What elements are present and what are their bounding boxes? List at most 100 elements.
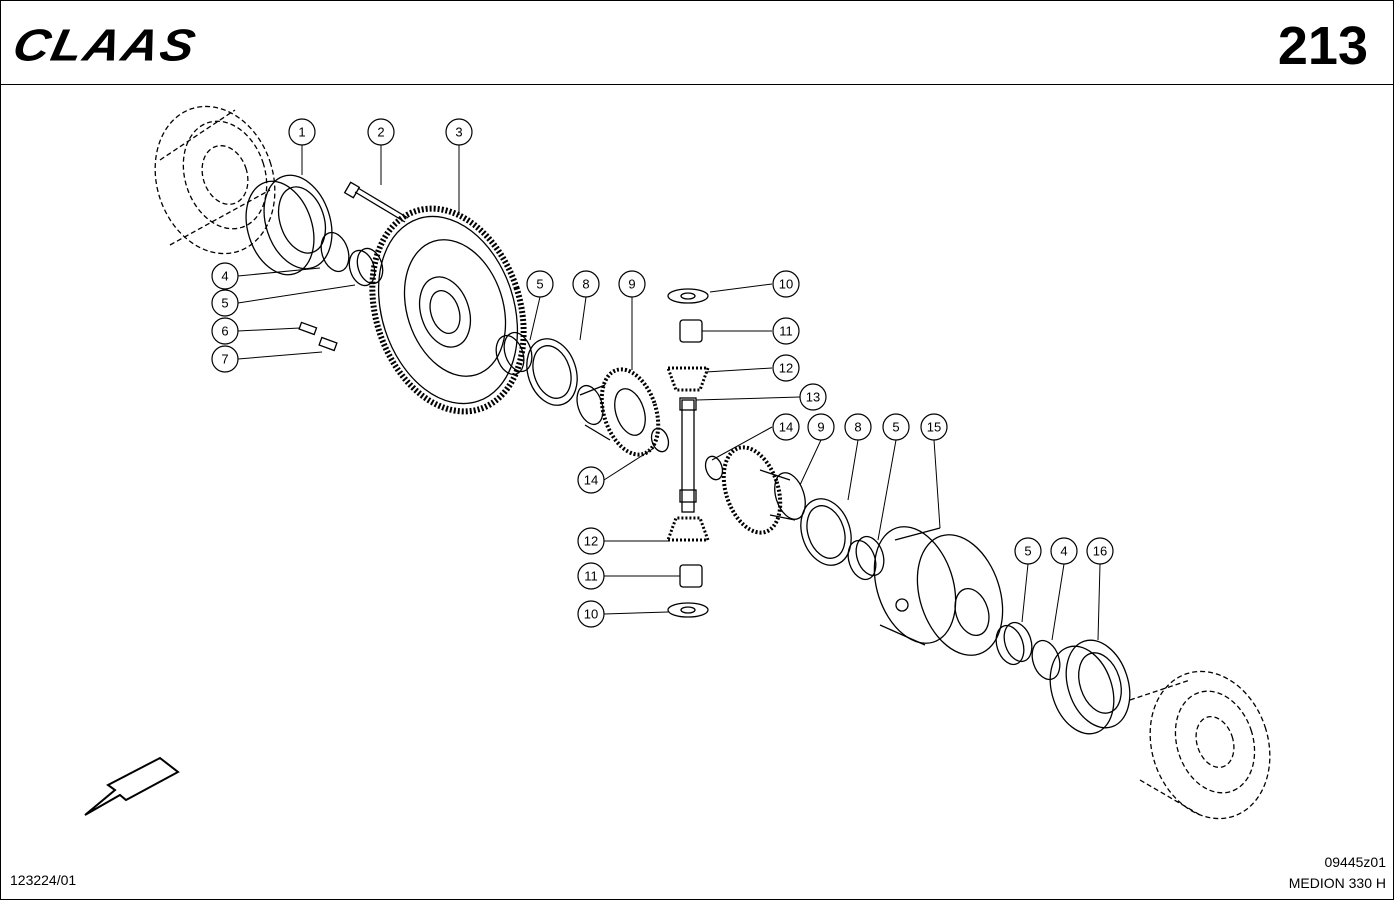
part-5-cup-c: [847, 535, 885, 581]
part-10-washer-bottom: [667, 602, 709, 618]
part-8-shim-b: [800, 498, 852, 566]
callout-circle: [577, 466, 605, 494]
callout-label: 12: [584, 534, 598, 549]
callout-label: 14: [779, 420, 793, 435]
callout-label: 9: [628, 277, 635, 292]
callout-circle: [211, 345, 239, 373]
callout-c5a: 5: [211, 289, 239, 317]
callout-circle: [577, 562, 605, 590]
callout-circle: [807, 413, 835, 441]
callout-label: 4: [221, 269, 228, 284]
callout-label: 5: [221, 296, 228, 311]
callout-c10b: 10: [577, 600, 605, 628]
callout-c11b: 11: [577, 562, 605, 590]
callout-circle: [211, 289, 239, 317]
part-10-washer-top: [667, 288, 709, 304]
part-16-bearing: [1049, 639, 1131, 735]
part-6-pin: [298, 321, 318, 336]
callout-c16: 16: [1086, 537, 1114, 565]
part-9-side-gear-b: [721, 445, 806, 535]
callout-circle: [772, 317, 800, 345]
callout-circle: [1050, 537, 1078, 565]
part-9-side-gear: [576, 367, 661, 457]
callout-circle: [211, 317, 239, 345]
callout-circle: [772, 413, 800, 441]
callout-c9b: 9: [807, 413, 835, 441]
part-5-cup-b: [495, 331, 533, 376]
callout-label: 7: [221, 352, 228, 367]
callout-circle: [288, 118, 316, 146]
callout-label: 9: [817, 420, 824, 435]
leader-lines: [237, 145, 1101, 641]
drawing-code: 123224/01: [10, 872, 77, 888]
callout-label: 11: [584, 569, 598, 584]
part-15-diff-housing: [873, 526, 1004, 656]
callout-circle: [367, 118, 395, 146]
callout-circle: [618, 270, 646, 298]
right-housing-flange: [1129, 670, 1271, 820]
header-rule: [0, 84, 1394, 85]
part-14-ring-a: [650, 427, 670, 453]
callout-c14b: 14: [772, 413, 800, 441]
footer-right: 09445z01 MEDION 330 H: [1289, 852, 1386, 894]
callout-label: 16: [1093, 544, 1107, 559]
callout-c15: 15: [920, 413, 948, 441]
part-8-shim: [526, 338, 578, 406]
part-4-ring: [320, 231, 350, 273]
part-1-bearing: [245, 174, 333, 276]
callout-label: 6: [221, 324, 228, 339]
callout-label: 3: [455, 125, 462, 140]
part-11-bearing-top: [679, 319, 703, 343]
callout-circle: [577, 527, 605, 555]
callout-label: 11: [779, 324, 793, 339]
callout-c2: 2: [367, 118, 395, 146]
callout-c14a: 14: [577, 466, 605, 494]
callout-label: 10: [779, 277, 793, 292]
callout-c4b: 4: [1050, 537, 1078, 565]
callout-c5d: 5: [1014, 537, 1042, 565]
callout-label: 2: [377, 125, 384, 140]
callout-c10a: 10: [772, 270, 800, 298]
part-12-pinion-top: [665, 366, 711, 392]
callout-label: 5: [536, 277, 543, 292]
callout-label: 5: [1024, 544, 1031, 559]
callout-c7: 7: [211, 345, 239, 373]
direction-arrow-icon: [84, 756, 180, 816]
callout-circle: [772, 270, 800, 298]
callout-c12b: 12: [577, 527, 605, 555]
callout-circle: [882, 413, 910, 441]
callout-label: 15: [927, 420, 941, 435]
callout-label: 4: [1060, 544, 1067, 559]
part-12-pinion-bottom: [665, 516, 711, 542]
model-name: MEDION 330 H: [1288, 875, 1386, 891]
callout-c5b: 5: [526, 270, 554, 298]
callout-c3: 3: [445, 118, 473, 146]
callout-label: 10: [584, 607, 598, 622]
callout-circle: [799, 383, 827, 411]
callout-label: 5: [892, 420, 899, 435]
callout-label: 13: [806, 390, 820, 405]
part-13-cross-shaft: [679, 397, 697, 513]
callout-circle: [572, 270, 600, 298]
callout-circle: [1014, 537, 1042, 565]
part-3-crown-wheel: [369, 205, 527, 415]
callout-circle: [1086, 537, 1114, 565]
part-14-ring-b: [704, 455, 724, 481]
callout-circle: [772, 354, 800, 382]
callout-label: 14: [584, 473, 598, 488]
callout-c6: 6: [211, 317, 239, 345]
callout-c9a: 9: [618, 270, 646, 298]
callout-circle: [844, 413, 872, 441]
part-7-pin: [318, 336, 338, 352]
callout-label: 8: [854, 420, 861, 435]
page-number: 213: [1277, 16, 1368, 76]
callout-c8b: 8: [844, 413, 872, 441]
callout-label: 1: [298, 125, 305, 140]
callout-circle: [577, 600, 605, 628]
callout-c12a: 12: [772, 354, 800, 382]
part-2-bolt: [343, 181, 409, 223]
callout-circle: [445, 118, 473, 146]
callout-c1: 1: [288, 118, 316, 146]
callout-c13: 13: [799, 383, 827, 411]
